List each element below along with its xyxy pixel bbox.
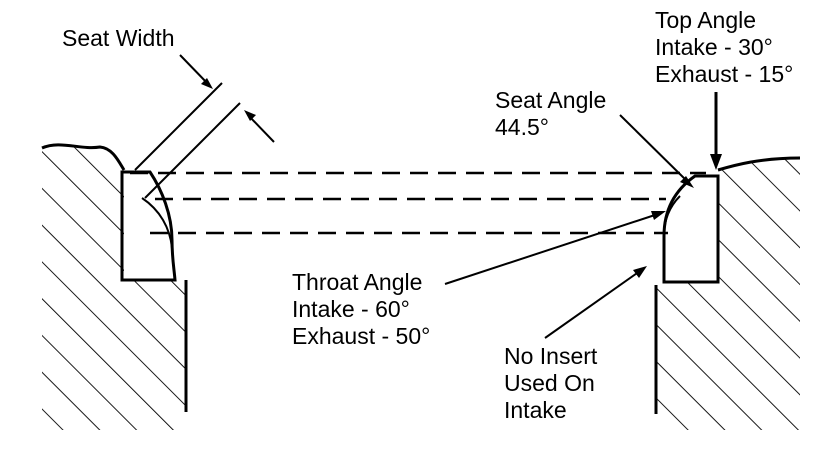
seat-width-dimension — [134, 54, 275, 199]
no-insert-label: No Insert Used On Intake — [504, 343, 598, 423]
top-angle-leader — [710, 92, 722, 170]
left-seat-face — [141, 197, 173, 249]
throat-angle-leader-line — [444, 213, 659, 285]
seat-angle-line-1: Seat Angle — [495, 87, 606, 113]
seat-width-extension-2 — [144, 102, 241, 199]
seat-angle-arrow — [680, 176, 694, 188]
no-insert-line-2: Used On — [504, 370, 595, 396]
seat-width-label: Seat Width — [62, 25, 175, 51]
left-hatching — [42, 144, 186, 430]
top-angle-arrow — [710, 154, 722, 170]
top-angle-label: Top Angle Intake - 30° Exhaust - 15° — [655, 7, 793, 87]
no-insert-line-3: Intake — [504, 397, 567, 423]
seat-angle-leader-line — [619, 114, 691, 185]
seat-angle-line-2: 44.5° — [495, 114, 549, 140]
left-outline — [41, 143, 126, 171]
right-seat-insert — [662, 174, 720, 284]
right-head-section — [654, 156, 801, 430]
throat-angle-arrow — [651, 211, 666, 220]
left-head-section — [41, 143, 188, 430]
no-insert-line-1: No Insert — [504, 343, 598, 369]
throat-angle-leader — [444, 211, 666, 285]
seat-width-arrow-2 — [244, 110, 256, 121]
top-angle-line-1: Top Angle — [655, 7, 756, 33]
no-insert-arrow — [633, 266, 647, 278]
throat-angle-line-2: Intake - 60° — [292, 296, 410, 322]
top-angle-line-3: Exhaust - 15° — [655, 61, 793, 87]
throat-angle-label: Throat Angle Intake - 60° Exhaust - 50° — [292, 269, 430, 349]
right-outline — [717, 156, 801, 172]
right-hatching — [656, 158, 800, 430]
seat-angle-leader — [619, 114, 694, 188]
seat-angle-label: Seat Angle 44.5° — [495, 87, 606, 140]
reference-lines — [130, 171, 706, 235]
no-insert-leader — [544, 266, 647, 339]
seat-width-extension-1 — [134, 82, 223, 171]
top-angle-line-2: Intake - 30° — [655, 34, 773, 60]
seat-width-arrow-1 — [201, 78, 213, 89]
throat-angle-line-3: Exhaust - 50° — [292, 323, 430, 349]
throat-angle-line-1: Throat Angle — [292, 269, 422, 295]
seat-width-arrow-line-2 — [247, 114, 275, 143]
no-insert-leader-line — [544, 270, 641, 339]
